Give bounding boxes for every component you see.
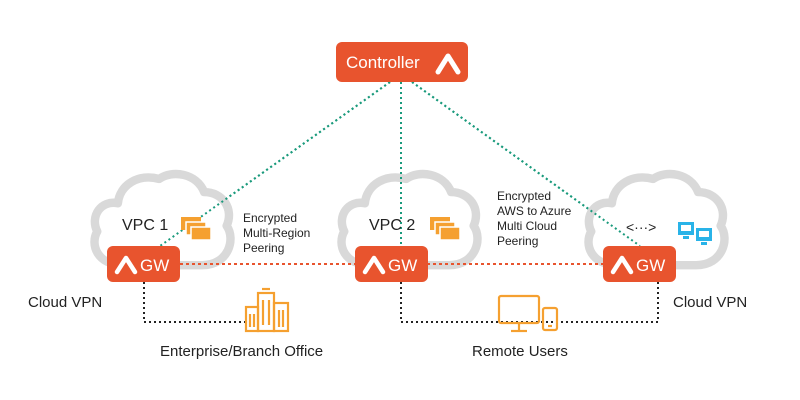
enterprise-label: Enterprise/Branch Office [160,343,323,360]
gateway-label: GW [388,256,417,275]
tablet-icon [541,306,559,332]
vpc2-label: VPC 2 [369,217,415,234]
vpc3-label: <···> [626,219,656,235]
svg-text:AWS to Azure: AWS to Azure [497,204,572,218]
remote-users-label: Remote Users [472,343,568,360]
gateway-label: GW [636,256,665,275]
peering-caption-1: Encrypted Multi-Region Peering [243,211,310,255]
vpn-links [143,282,659,323]
gateway-vpc2[interactable]: GW [355,246,428,282]
instances-icon [181,217,212,241]
aviatrix-logo-icon [114,255,138,275]
peering-caption-2: Encrypted AWS to Azure Multi Cloud Peeri… [497,189,572,248]
vpc1-label: VPC 1 [122,217,168,234]
aviatrix-logo-icon [435,53,461,75]
instances-icon [430,217,461,241]
gateway-vpc1[interactable]: GW [107,246,180,282]
controller-label: Controller [346,53,420,72]
gateway-vpc3[interactable]: GW [603,246,676,282]
building-icon [244,287,290,333]
azure-vm-icon [678,222,712,245]
vpn-link-enterprise [143,282,246,323]
svg-text:Peering: Peering [243,241,284,255]
svg-text:Peering: Peering [497,234,538,248]
svg-text:Multi Cloud: Multi Cloud [497,219,557,233]
controller-node[interactable]: Controller [336,42,468,82]
svg-text:Encrypted: Encrypted [497,189,551,203]
gateway-label: GW [140,256,169,275]
cloud-vpn-left-label: Cloud VPN [28,294,102,311]
cloud-vpn-right-label: Cloud VPN [673,294,747,311]
aviatrix-logo-icon [362,255,386,275]
aviatrix-logo-icon [610,255,634,275]
desktop-icon [497,294,541,333]
svg-text:Multi-Region: Multi-Region [243,226,310,240]
vpn-link-remote [400,282,659,323]
svg-text:Encrypted: Encrypted [243,211,297,225]
